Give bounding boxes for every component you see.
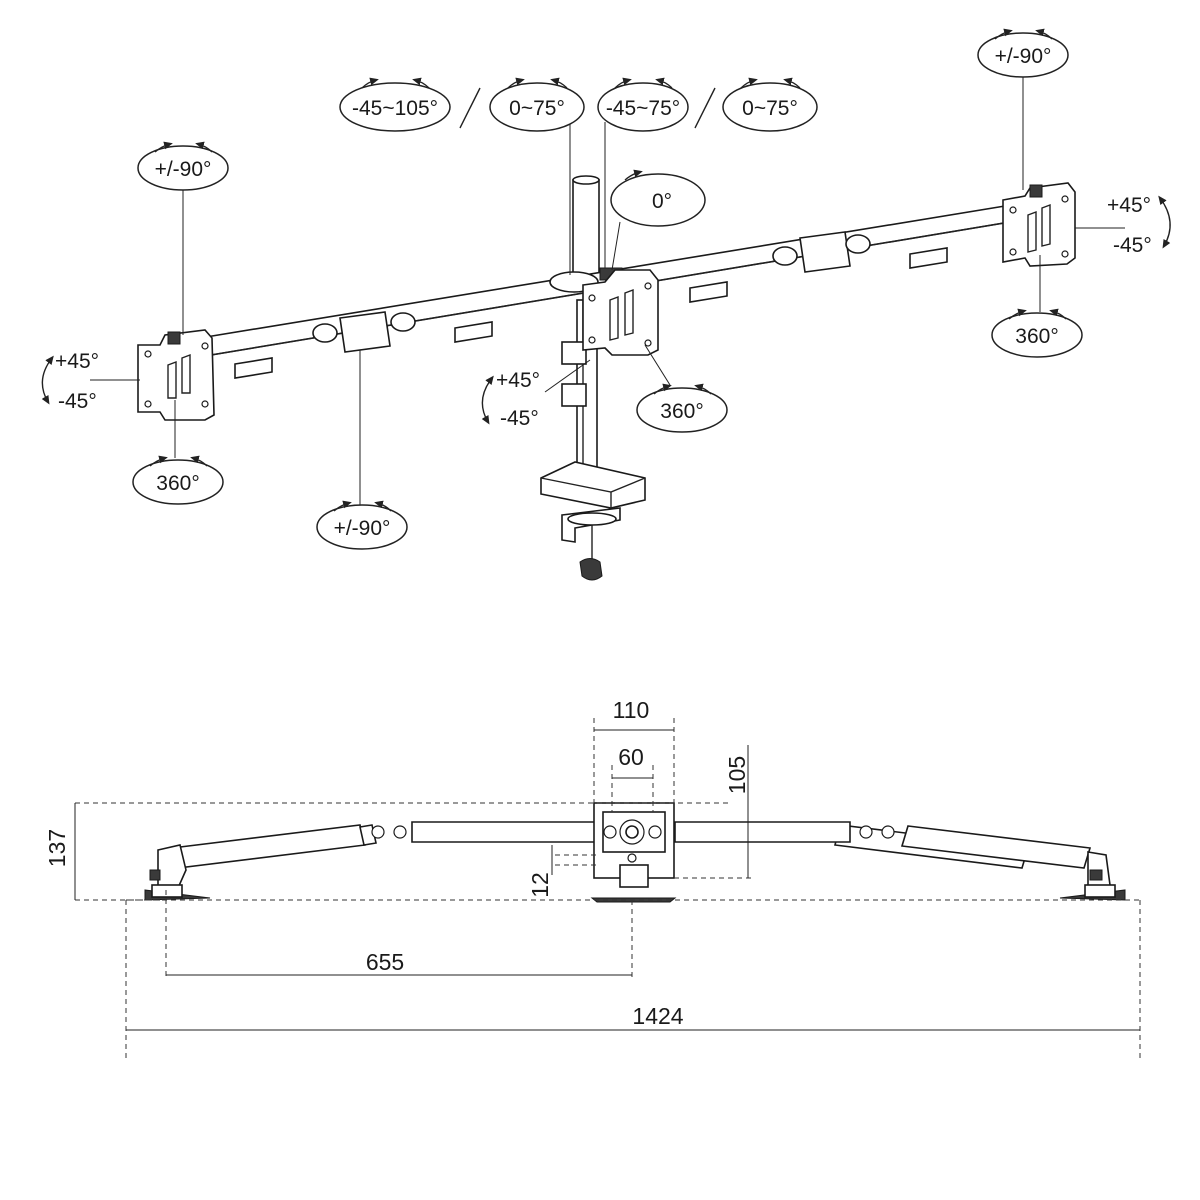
svg-text:-45°: -45°	[1113, 234, 1152, 257]
label-right-rotation: 360°	[991, 308, 1083, 358]
vesa-plate-center	[582, 269, 659, 356]
label-pole-tilt-a: -45~105°	[339, 77, 451, 132]
isometric-view: +/-90° +45° -45° 360° +/-90° -45~105°	[41, 28, 1171, 581]
svg-text:360°: 360°	[660, 400, 703, 423]
label-left-tilt: +/-90°	[137, 141, 229, 191]
desk-clamp	[540, 461, 646, 581]
label-center-swivel: +45° -45°	[481, 369, 540, 430]
svg-text:+45°: +45°	[1107, 194, 1151, 217]
label-center-rotation: 360°	[636, 383, 728, 433]
svg-text:+45°: +45°	[55, 350, 99, 373]
svg-text:-45°: -45°	[58, 390, 97, 413]
svg-text:-45°: -45°	[500, 407, 539, 430]
label-right-tilt: +/-90°	[977, 28, 1069, 78]
extension-lines	[75, 718, 1141, 1060]
label-left-arm-joint: +/-90°	[316, 500, 408, 550]
dim-half-span: 655	[366, 949, 404, 975]
arm-left	[144, 821, 596, 901]
label-left-swivel: +45° -45°	[41, 350, 99, 413]
svg-text:0~75°: 0~75°	[742, 97, 798, 120]
center-clamp-top	[590, 802, 677, 903]
svg-text:+/-90°: +/-90°	[334, 517, 391, 540]
arm-right	[674, 821, 1126, 901]
svg-text:360°: 360°	[156, 472, 199, 495]
svg-text:-45~105°: -45~105°	[352, 97, 438, 120]
svg-text:-45~75°: -45~75°	[606, 97, 680, 120]
label-right-swivel: +45° -45°	[1107, 194, 1171, 257]
label-left-rotation: 360°	[132, 455, 224, 505]
label-pole-tilt-d: 0~75°	[722, 77, 818, 132]
svg-text:+45°: +45°	[496, 369, 540, 392]
label-pole-tilt-b: 0~75°	[489, 77, 585, 132]
top-view-drawing: 110 60 105 137 12 655 1424	[44, 697, 1141, 1060]
dimension-lines	[74, 729, 1140, 1031]
dim-height: 137	[44, 829, 70, 867]
dim-total-span: 1424	[632, 1003, 683, 1029]
svg-text:+/-90°: +/-90°	[995, 45, 1052, 68]
leader-lines	[90, 75, 1125, 505]
svg-text:360°: 360°	[1015, 325, 1058, 348]
svg-text:+/-90°: +/-90°	[155, 158, 212, 181]
label-pole-tilt-c: -45~75°	[597, 77, 689, 132]
vesa-plate-right	[1002, 182, 1076, 267]
vesa-plate-left	[137, 329, 215, 421]
dim-vesa-width: 60	[618, 744, 644, 770]
dim-offset: 12	[527, 872, 553, 898]
svg-text:0°: 0°	[652, 190, 672, 213]
dim-clamp-width: 110	[613, 697, 650, 723]
dim-depth: 105	[724, 756, 750, 794]
label-center-tilt: 0°	[610, 169, 706, 227]
svg-text:0~75°: 0~75°	[509, 97, 565, 120]
